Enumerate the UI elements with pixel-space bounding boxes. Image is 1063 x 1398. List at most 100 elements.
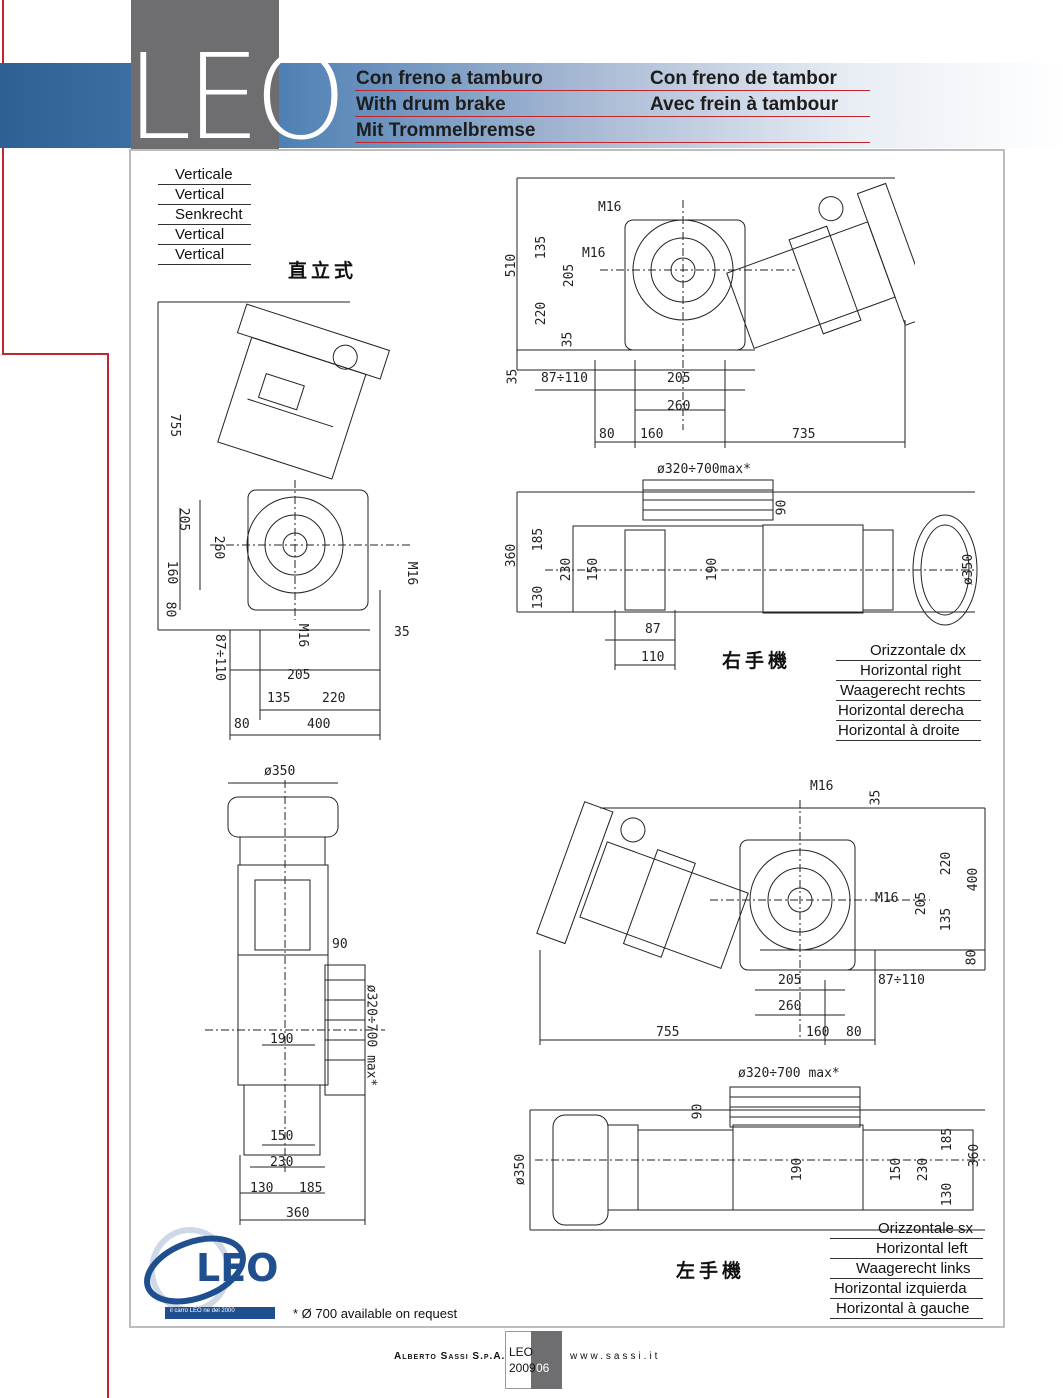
- dim-label: 150: [889, 1157, 905, 1182]
- dim-label: 755: [167, 413, 183, 438]
- label-en: Vertical: [175, 186, 225, 203]
- dim-label: 755: [656, 1025, 680, 1040]
- label-rule: [158, 264, 251, 265]
- dim-label: 190: [270, 1032, 294, 1047]
- dim-label: 160: [164, 560, 180, 585]
- dim-label: 87: [645, 622, 661, 637]
- left-cjk-label: 左手機: [676, 1260, 746, 1282]
- header-it: Con freno a tamburo: [356, 68, 543, 89]
- dim-label: 230: [916, 1157, 932, 1182]
- label-it: Orizzontale sx: [878, 1220, 974, 1237]
- dim-label: 130: [940, 1182, 956, 1207]
- dim-label: 205: [778, 973, 802, 988]
- dim-label: 735: [792, 427, 816, 442]
- label-es: Vertical: [175, 226, 225, 243]
- dim-label: 35: [505, 368, 521, 385]
- red-margin-line-lower: [107, 353, 109, 1398]
- label-rule: [836, 720, 981, 721]
- dim-label: 205: [287, 668, 311, 683]
- label-fr: Vertical: [175, 246, 225, 263]
- label-it: Orizzontale dx: [870, 642, 966, 659]
- label-es: Horizontal derecha: [838, 702, 964, 719]
- dim-label: 80: [846, 1025, 862, 1040]
- dim-label: 87÷110: [211, 634, 227, 681]
- label-es: Horizontal izquierda: [834, 1280, 967, 1297]
- dim-label: 185: [299, 1181, 323, 1196]
- dim-label: 35: [394, 625, 410, 640]
- dim-label: ø350: [264, 764, 296, 779]
- vertical-cjk-label: 直立式: [288, 260, 358, 282]
- dim-label: 160: [640, 427, 664, 442]
- dim-label: 185: [940, 1127, 956, 1152]
- dim-label: 220: [322, 691, 346, 706]
- dim-label: M16: [295, 623, 311, 648]
- leo-logo: [144, 1227, 275, 1319]
- dim-label: 87÷110: [541, 371, 588, 386]
- dim-label: M16: [810, 779, 834, 794]
- dim-label: ø350: [961, 553, 977, 586]
- header-es: Con freno de tambor: [650, 68, 837, 89]
- label-rule: [158, 244, 251, 245]
- footer-model: LEO: [509, 1345, 534, 1359]
- label-de: Waagerecht links: [856, 1260, 971, 1277]
- footer-website: www.sassi.it: [570, 1351, 661, 1362]
- label-fr: Horizontal à droite: [838, 722, 960, 739]
- header-rule: [355, 142, 870, 143]
- footer-year: 2009: [509, 1361, 536, 1375]
- right-cjk-label: 右手機: [722, 650, 792, 672]
- dim-label: 185: [531, 527, 547, 552]
- label-rule: [830, 1298, 983, 1299]
- dim-label: ø350: [513, 1153, 529, 1186]
- dim-label: 160: [806, 1025, 830, 1040]
- label-de: Waagerecht rechts: [840, 682, 966, 699]
- dim-label: 360: [967, 1143, 983, 1168]
- dim-label: 150: [270, 1129, 294, 1144]
- dim-label: 90: [690, 1103, 706, 1120]
- dim-label: 90: [774, 499, 790, 516]
- dim-label: 260: [667, 399, 691, 414]
- label-rule: [836, 740, 981, 741]
- dim-label: 80: [234, 717, 250, 732]
- dim-label: 205: [914, 891, 930, 916]
- dim-label: 110: [641, 650, 665, 665]
- dim-label: ø320÷700 max*: [738, 1066, 840, 1081]
- footer-gray-tab: [531, 1331, 562, 1389]
- dim-label: 510: [504, 253, 520, 278]
- header-en: With drum brake: [356, 94, 506, 115]
- label-rule: [830, 1258, 983, 1259]
- header-de: Mit Trommelbremse: [356, 120, 536, 141]
- dim-label: 130: [250, 1181, 274, 1196]
- dim-label: 260: [778, 999, 802, 1014]
- dim-label: M16: [404, 561, 420, 586]
- dim-label: 80: [964, 949, 980, 966]
- dim-label: 190: [790, 1157, 806, 1182]
- label-it: Verticale: [175, 166, 233, 183]
- left-top-drawing: [529, 1086, 985, 1231]
- dim-label: 90: [332, 937, 348, 952]
- logo-tagline: il carro LEO ne del 2000: [170, 1308, 235, 1314]
- header-gray-tab: [131, 0, 279, 150]
- dim-label: 360: [286, 1206, 310, 1221]
- label-rule: [830, 1318, 983, 1319]
- drawing-frame: [129, 149, 1005, 1328]
- header-rule: [355, 90, 870, 91]
- dim-label: 260: [211, 535, 227, 560]
- header-fr: Avec frein à tambour: [650, 94, 839, 115]
- dim-label: M16: [582, 246, 606, 261]
- dim-label: 205: [176, 507, 192, 532]
- dim-label: 150: [586, 557, 602, 582]
- dim-label: 360: [504, 543, 520, 568]
- left-side-drawing: [536, 800, 986, 1045]
- dim-label: 400: [966, 867, 982, 892]
- right-side-drawing: [516, 177, 915, 448]
- red-margin-line: [2, 0, 4, 355]
- dim-label: 80: [162, 601, 178, 618]
- label-en: Horizontal left: [876, 1240, 968, 1257]
- dim-label: 130: [531, 585, 547, 610]
- dim-label: 190: [705, 557, 721, 582]
- dim-label: 135: [534, 235, 550, 260]
- dim-label: 230: [270, 1155, 294, 1170]
- dim-label: 80: [599, 427, 615, 442]
- label-fr: Horizontal à gauche: [836, 1300, 970, 1317]
- dim-label: M16: [598, 200, 622, 215]
